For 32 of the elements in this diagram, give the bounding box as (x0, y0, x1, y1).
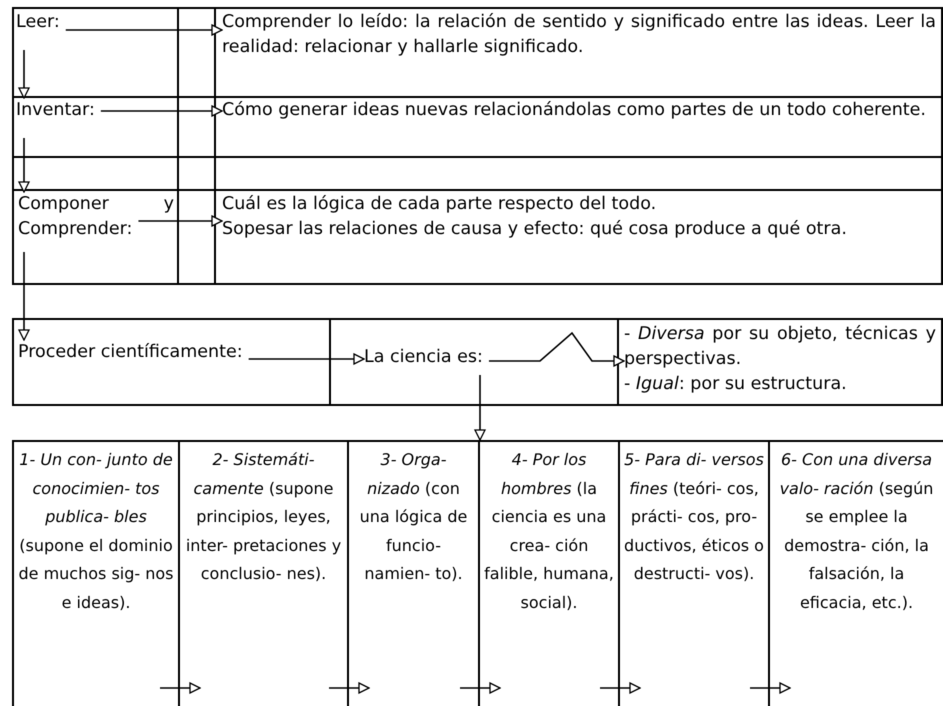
description-text: - Diversa por su objeto, técnicas y perspectivas. (624, 323, 936, 371)
cell-text: 1- Un con- junto de conocimien- tos publica- bles (supone el dominio de muchos sig- nos e ideas). (17, 449, 175, 614)
arrow (600, 682, 641, 694)
description-text: Sopesar las relaciones de causa y efecto: qué cosa produce a qué otra. (222, 218, 848, 241)
step-label: Leer: (16, 11, 61, 34)
cell-text: 6- Con una diversa valo- ración (según se emplee la demostra- ción, la falsación, la eficacia, etc.). (778, 449, 934, 614)
arrow (18, 138, 30, 193)
step-label: Proceder científicamente: (18, 341, 244, 364)
cell-text: 4- Por los hombres (la ciencia es una crea- ción falible, humana, social). (483, 449, 615, 614)
arrow (66, 24, 223, 36)
cell-text: 3- Orga- nizado (con una lógica de funcio- namien- to). (358, 449, 468, 585)
cell-text: 5- Para di- versos fines (teóri- cos, prácti- cos, pro- ductivos, éticos o destructi- vos). (623, 449, 765, 585)
arrow (138, 215, 223, 227)
step-label: Inventar: (16, 99, 96, 122)
arrow (100, 105, 223, 117)
arrow (18, 50, 30, 99)
arrow (474, 375, 486, 441)
arrow (248, 353, 365, 365)
table-row (12, 440, 943, 706)
step-label: Componer y Comprender: (18, 193, 174, 241)
arrow (329, 682, 370, 694)
arrow (18, 252, 30, 341)
arrow (460, 682, 501, 694)
arrow (160, 682, 201, 694)
cell-text: 2- Sistemáti- camente (supone principios, leyes, inter- pretaciones y conclusio- nes). (184, 449, 342, 585)
step-label: La ciencia es: (364, 346, 484, 369)
description-text: Comprender lo leído: la relación de sentido y significado entre las ideas. Leer la realidad: relacionar y hallarle significado. (222, 11, 936, 59)
description-text: Cuál es la lógica de cada parte respecto del todo. (222, 193, 658, 216)
description-text: - Igual: por su estructura. (624, 373, 848, 396)
arrow (488, 332, 625, 367)
arrow (750, 682, 791, 694)
description-text: Cómo generar ideas nuevas relacionándolas como partes de un todo coherente. (222, 99, 927, 122)
